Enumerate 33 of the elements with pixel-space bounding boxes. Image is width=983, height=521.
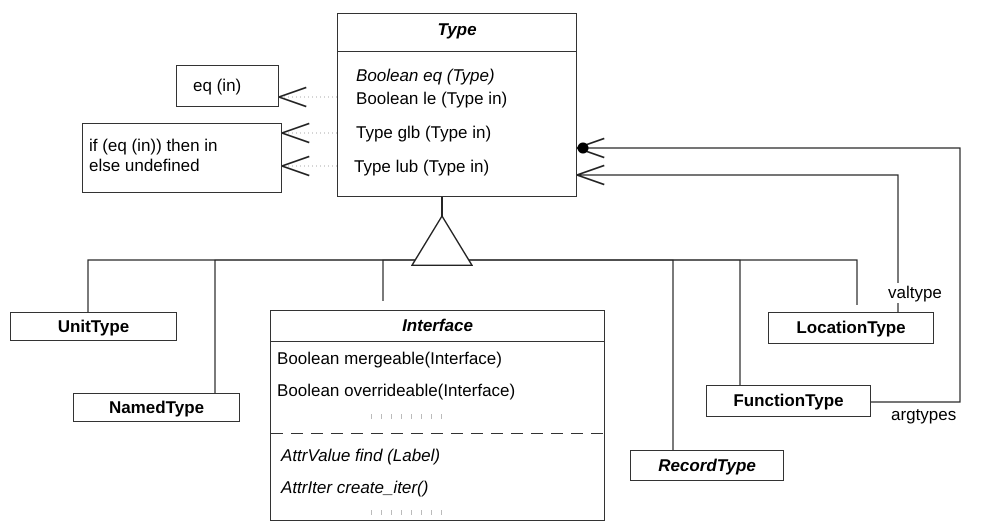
association-arrow [576,164,899,312]
class-name: Interface [402,316,473,336]
method-text: Type glb (Type in) [356,123,492,143]
edge-label: valtype [888,283,942,303]
method-text: AttrValue find (Label) [281,446,440,466]
class-name: UnitType [58,317,130,337]
association-arrow [576,138,961,403]
class-name: LocationType [796,318,906,338]
class-box [270,310,605,521]
class-box [337,13,577,197]
method-text: Type lub (Type in) [354,157,490,177]
method-text: Boolean eq (Type) [356,66,495,86]
method-text: Boolean overrideable(Interface) [277,381,516,401]
dotted-arrow [281,156,337,176]
class-box [706,385,871,417]
note-box [176,65,279,107]
note-box [82,123,282,193]
class-box [73,393,240,422]
note-text: if (eq (in)) then in else undefined [89,136,218,176]
class-name: Type [437,20,477,40]
class-box [630,450,784,481]
note-text: eq (in) [193,76,242,96]
class-box [768,312,934,344]
method-text: Boolean le (Type in) [356,89,508,109]
dotted-arrow [281,122,337,144]
method-text: AttrIter create_iter() [281,478,428,498]
generalization-line [412,196,858,305]
class-box [10,312,177,341]
method-text: Boolean mergeable(Interface) [277,349,502,369]
class-name: RecordType [658,456,756,476]
dotted-arrow [278,86,337,108]
class-name: FunctionType [733,391,844,411]
class-name: NamedType [108,398,204,418]
